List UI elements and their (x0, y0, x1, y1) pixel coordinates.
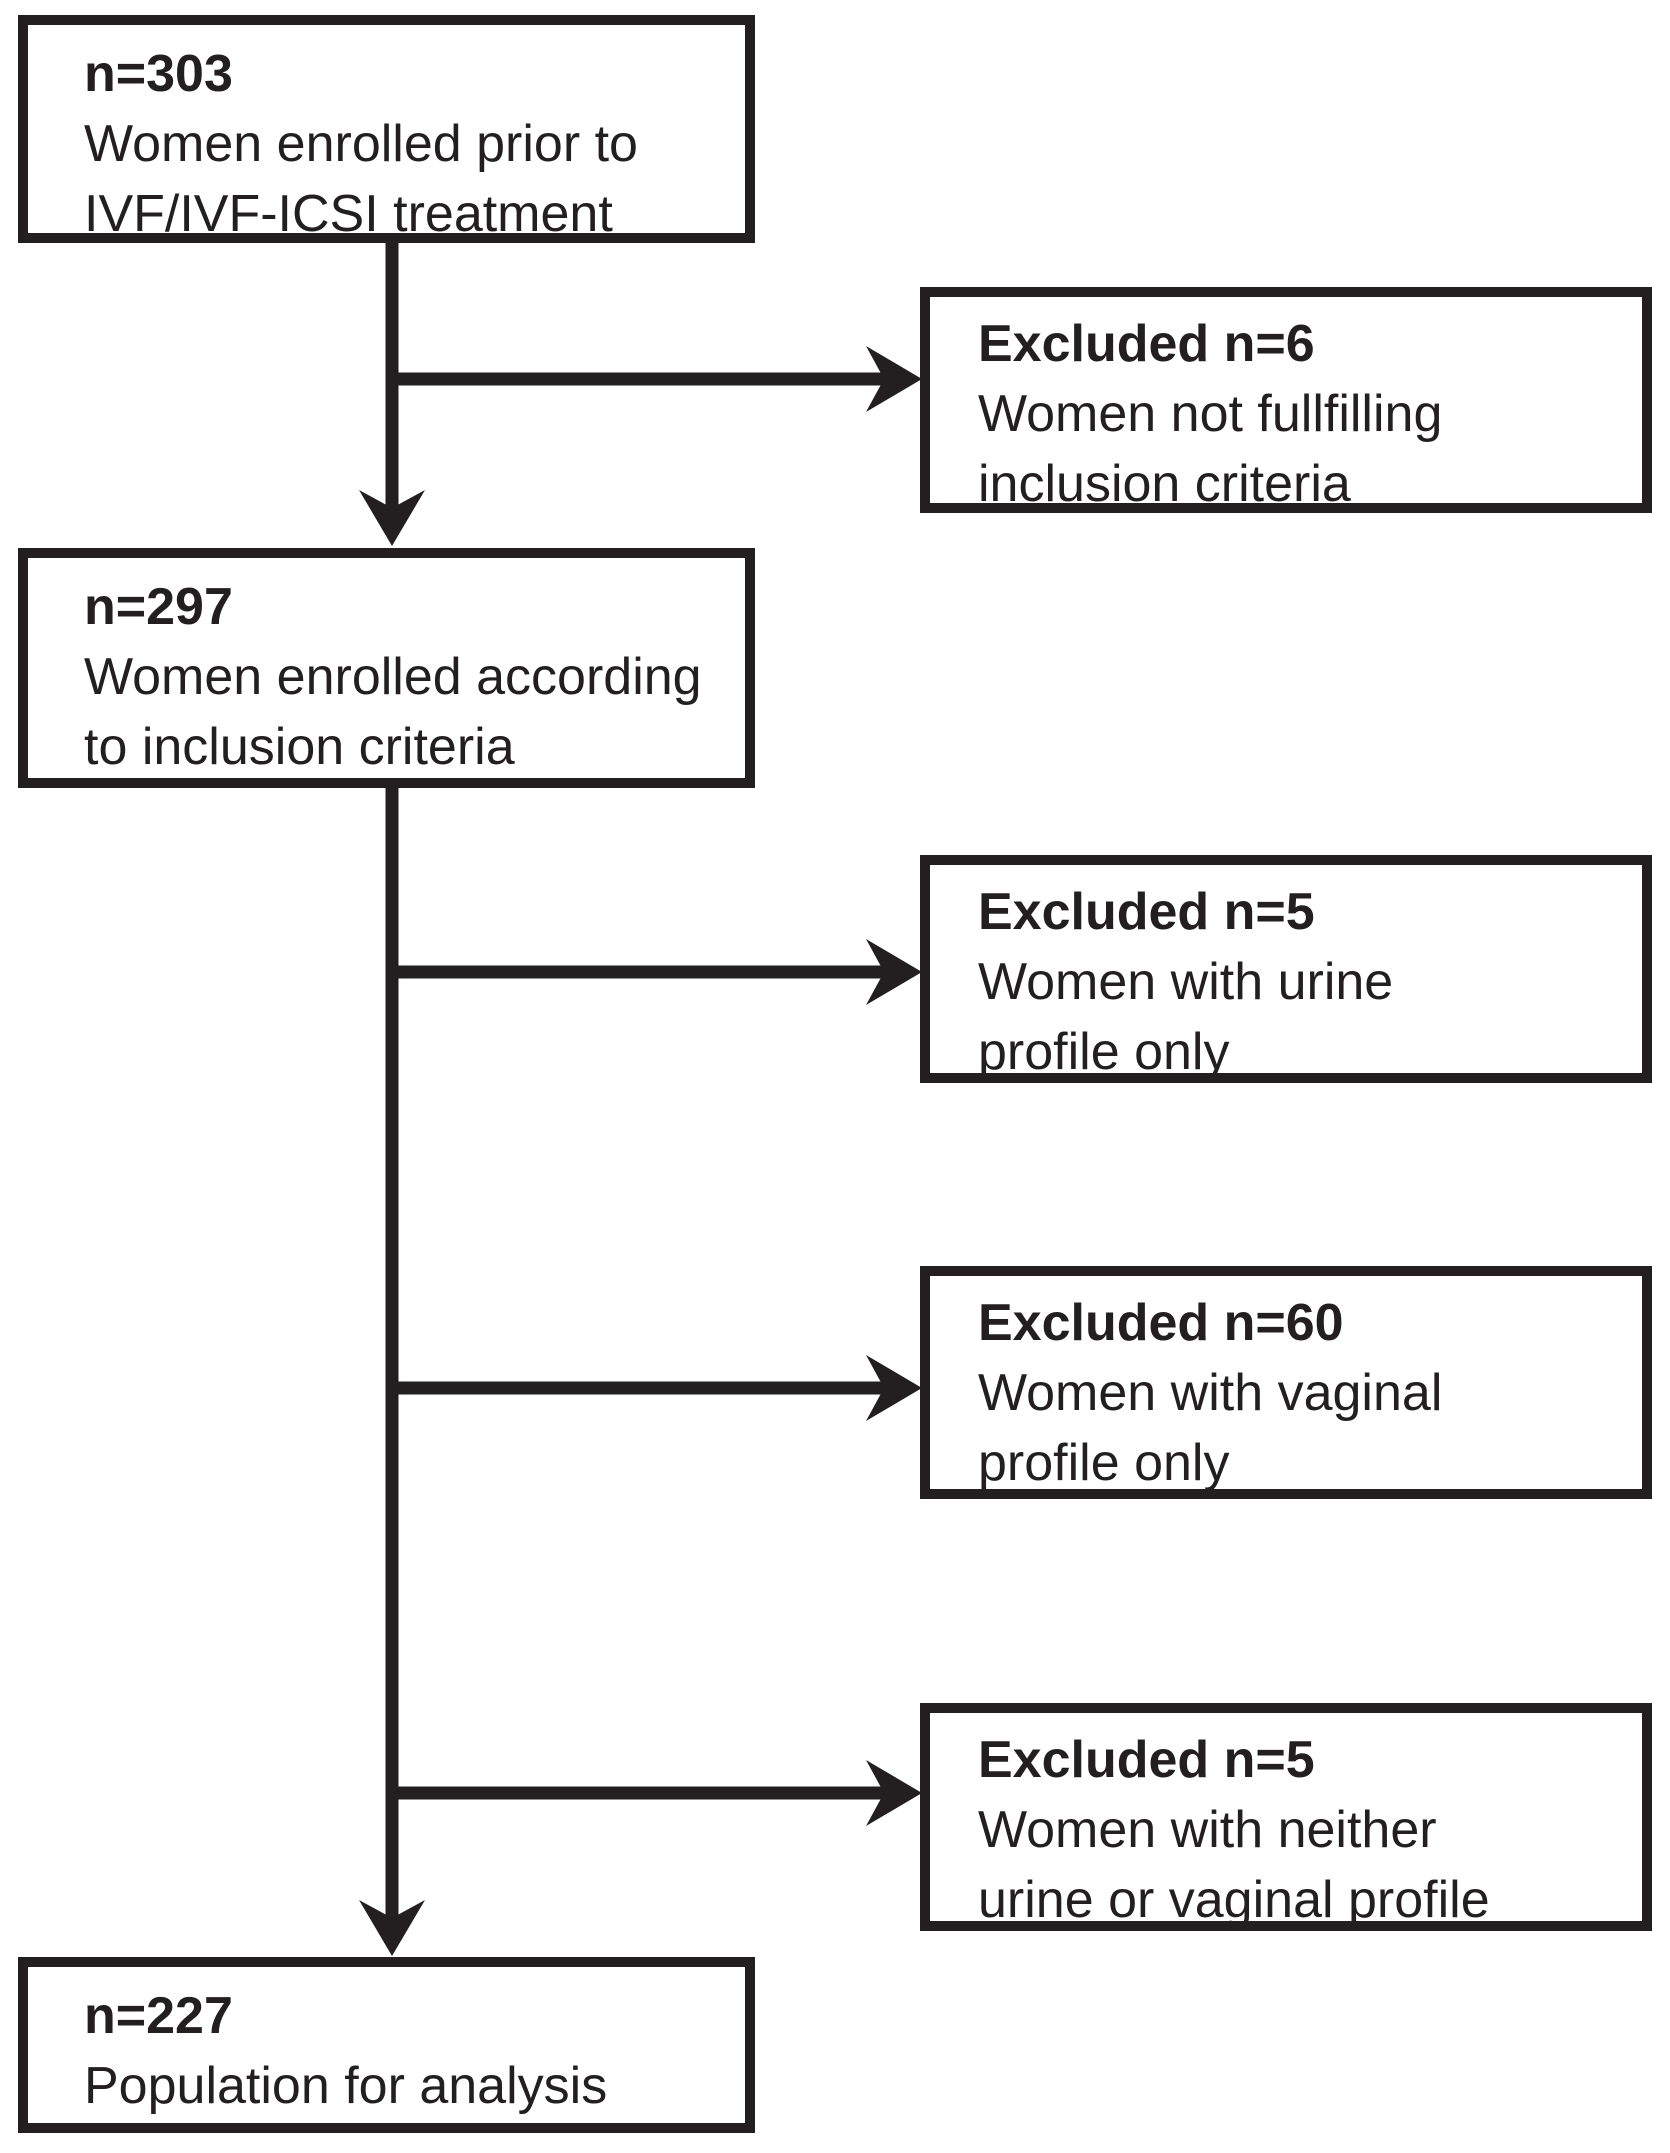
node-line: Women with neither (978, 1801, 1437, 1859)
node-enrolled-prior: n=303 Women enrolled prior to IVF/IVF-IC… (18, 15, 755, 243)
arrowhead-right-into-excluded-urine-only (866, 939, 922, 1005)
arrowhead-right-into-excluded-not-fullfilling (866, 346, 922, 412)
arrowhead-down-into-population-analysis (359, 1900, 425, 1956)
node-line: profile only (978, 1023, 1230, 1081)
node-line: Women with vaginal (978, 1364, 1443, 1422)
node-line: to inclusion criteria (84, 718, 515, 776)
node-line: IVF/IVF-ICSI treatment (84, 185, 613, 243)
node-population-analysis: n=227 Population for analysis (18, 1957, 755, 2133)
count-label: Excluded n=60 (978, 1294, 1344, 1352)
arrowhead-right-into-excluded-vaginal-only (866, 1355, 922, 1421)
count-label: Excluded n=5 (978, 883, 1315, 941)
node-line: Women with urine (978, 953, 1394, 1011)
node-line: Women enrolled according (84, 648, 702, 706)
node-line: inclusion criteria (978, 455, 1351, 513)
arrowhead-right-into-excluded-neither-profile (866, 1760, 922, 1826)
node-enrolled-inclusion: n=297 Women enrolled according to inclus… (18, 548, 755, 788)
node-line: urine or vaginal profile (978, 1871, 1490, 1929)
count-label: Excluded n=6 (978, 315, 1315, 373)
node-line: profile only (978, 1434, 1230, 1492)
node-excluded-vaginal-only: Excluded n=60 Women with vaginal profile… (920, 1266, 1652, 1499)
arrowhead-down-into-enrolled-inclusion (359, 490, 425, 546)
node-line: Women enrolled prior to (84, 115, 638, 173)
count-label: n=303 (84, 45, 233, 103)
node-line: Women not fullfilling (978, 385, 1443, 443)
count-label: n=227 (84, 1987, 233, 2045)
node-excluded-neither-profile: Excluded n=5 Women with neither urine or… (920, 1703, 1652, 1931)
count-label: Excluded n=5 (978, 1731, 1315, 1789)
node-excluded-urine-only: Excluded n=5 Women with urine profile on… (920, 855, 1652, 1083)
count-label: n=297 (84, 578, 233, 636)
node-excluded-not-fullfilling: Excluded n=6 Women not fullfilling inclu… (920, 287, 1652, 513)
node-line: Population for analysis (84, 2057, 608, 2115)
